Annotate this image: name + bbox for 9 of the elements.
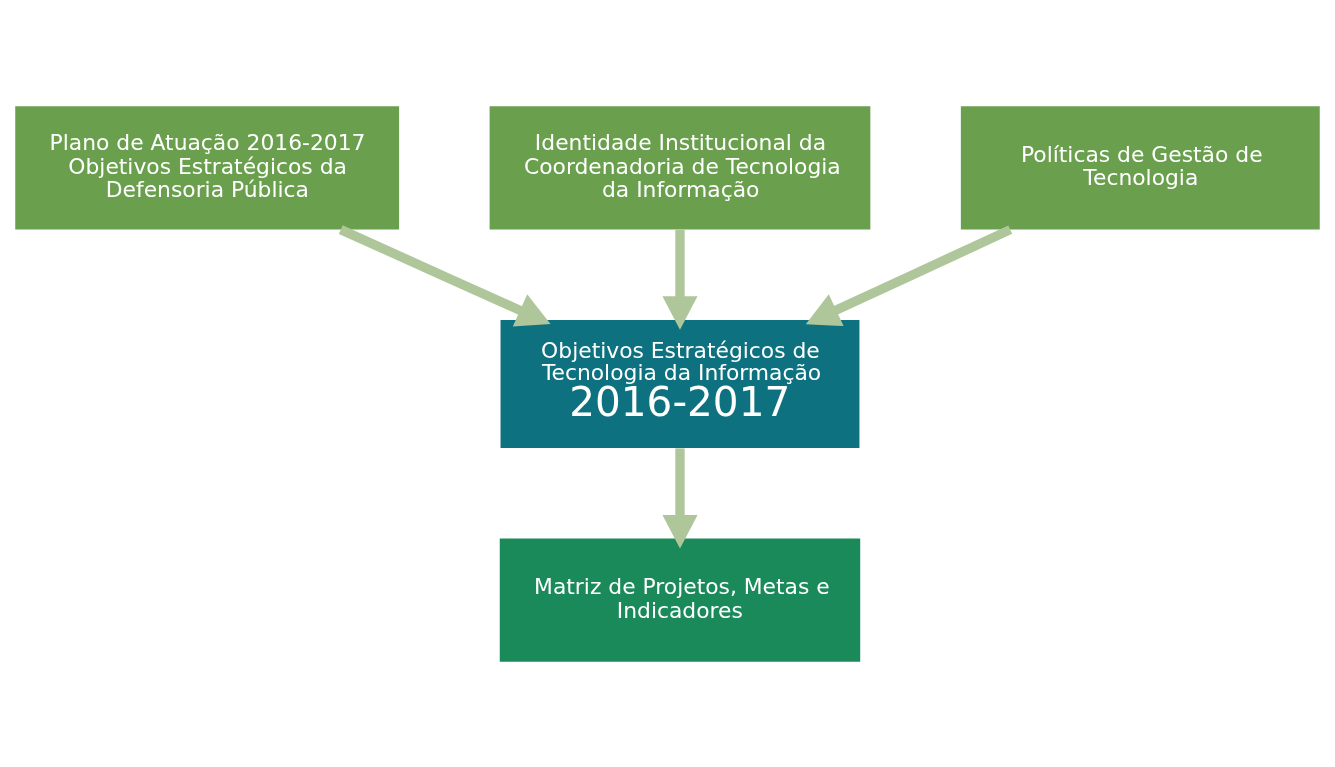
arrow: [338, 224, 551, 326]
node-box: Objetivos Estratégicos de Tecnologia da Informação 2016-2017: [500, 319, 860, 448]
node-box: Matriz de Projetos, Metas e Indicadores: [499, 538, 861, 662]
node-box: Identidade Institucional da Coordenadoria de Tecnologia da Informação: [489, 105, 871, 229]
arrow: [662, 229, 698, 330]
arrow: [662, 447, 698, 548]
node-box: Plano de Atuação 2016-2017 Objetivos Estratégicos da Defensoria Pública: [15, 105, 400, 229]
node-box: Políticas de Gestão de Tecnologia: [960, 105, 1320, 229]
arrow: [805, 224, 1013, 326]
